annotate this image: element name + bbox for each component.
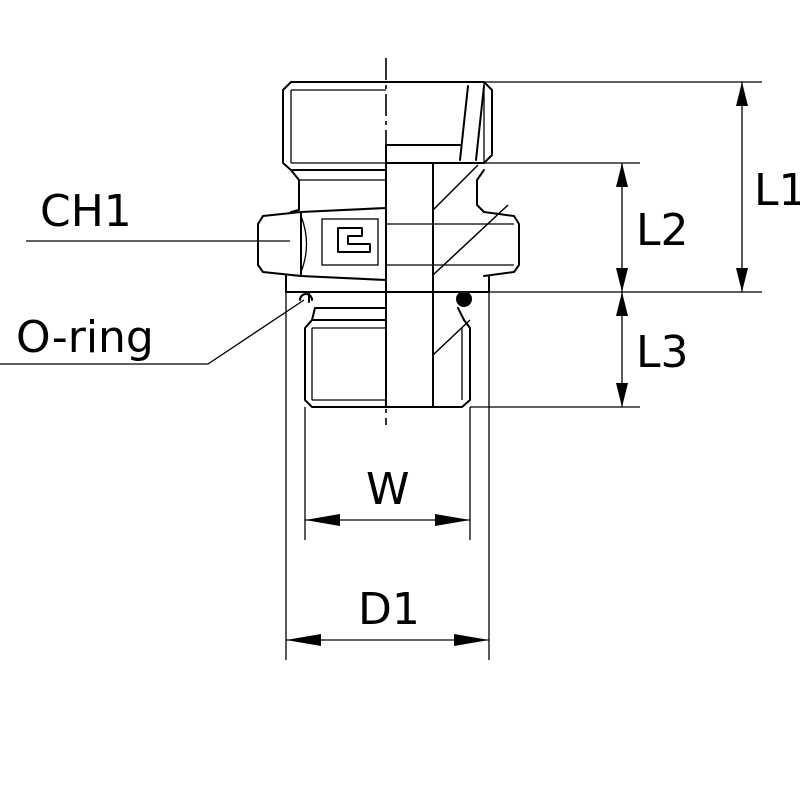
label-l3: L3 — [636, 327, 689, 378]
label-ch1: CH1 — [40, 186, 132, 237]
label-l2: L2 — [636, 205, 689, 256]
label-w: W — [366, 464, 410, 515]
label-oring: O-ring — [16, 312, 154, 363]
label-d1: D1 — [358, 584, 420, 635]
dimension-lines — [0, 81, 762, 660]
fitting-outline — [257, 81, 520, 408]
label-l1: L1 — [754, 165, 800, 216]
oring-section-dot — [456, 291, 472, 307]
